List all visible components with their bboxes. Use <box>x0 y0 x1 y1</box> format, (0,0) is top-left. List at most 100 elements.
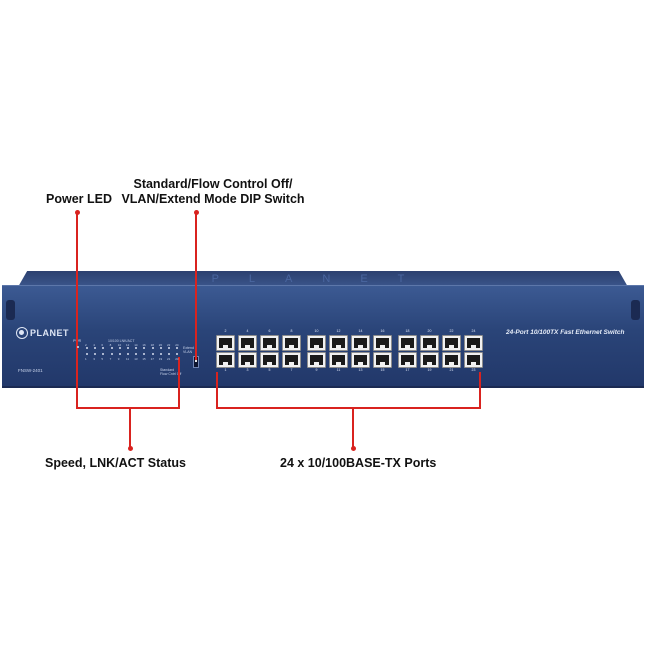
port-number-bottom: 21 <box>449 368 454 372</box>
rj45-port[interactable] <box>351 335 370 351</box>
dip-switch-callout-line1: Standard/Flow Control Off/ <box>133 177 293 191</box>
led-header: 10/100 LNK/ACT <box>108 339 135 343</box>
port-number-bottom: 9 <box>315 368 318 372</box>
port-number-top: 24 <box>471 329 476 333</box>
led-top <box>143 347 146 349</box>
led-num-top: 24 <box>175 343 179 347</box>
dip-switch-callout-line2: VLAN/Extend Mode DIP Switch <box>121 192 305 206</box>
led-bottom <box>159 353 162 355</box>
led-num-bottom: 11 <box>126 357 130 361</box>
rj45-port[interactable] <box>238 335 257 351</box>
led-num-bottom: 23 <box>175 357 179 361</box>
rj45-port[interactable] <box>420 352 439 368</box>
port-number-bottom: 15 <box>380 368 385 372</box>
leader-ports-dot <box>350 446 356 451</box>
leader-power-dot <box>74 210 80 215</box>
rj45-port[interactable] <box>238 352 257 368</box>
brand-name: PLANET <box>30 328 69 338</box>
rj45-port[interactable] <box>464 335 483 351</box>
port-number-bottom: 5 <box>268 368 271 372</box>
power-led-callout: Power LED <box>46 192 112 206</box>
leader-ports-bracket <box>216 407 481 409</box>
led-bottom <box>94 353 97 355</box>
led-num-top: 4 <box>93 343 95 347</box>
rj45-port[interactable] <box>329 335 348 351</box>
led-num-top: 6 <box>101 343 104 347</box>
port-number-bottom: 3 <box>246 368 249 372</box>
port-number-bottom: 1 <box>224 368 227 372</box>
port-number-top: 10 <box>314 329 319 333</box>
led-num-top: 14 <box>134 343 138 347</box>
led-num-bottom: 19 <box>158 357 163 361</box>
port-number-top: 12 <box>336 329 341 333</box>
led-top <box>110 347 113 349</box>
leader-ports-stem <box>352 407 354 450</box>
led-top <box>151 347 154 349</box>
rj45-port[interactable] <box>398 352 417 368</box>
rj45-port[interactable] <box>307 335 326 351</box>
led-bottom <box>110 353 113 355</box>
rj45-port[interactable] <box>329 352 348 368</box>
port-number-top: 2 <box>224 329 227 333</box>
led-num-top: 22 <box>167 343 171 347</box>
led-top <box>94 347 97 349</box>
port-number-top: 4 <box>246 329 249 333</box>
leader-dip-vertical <box>195 212 197 360</box>
rj45-port[interactable] <box>373 335 392 351</box>
led-top <box>168 347 170 349</box>
port-number-top: 6 <box>268 329 271 333</box>
port-number-top: 8 <box>290 329 293 333</box>
rj45-port[interactable] <box>442 352 461 368</box>
leader-ports-right <box>479 372 481 409</box>
led-bottom <box>127 353 129 355</box>
rj45-port[interactable] <box>282 352 301 368</box>
led-top <box>102 347 105 349</box>
led-bottom <box>176 353 179 355</box>
led-top <box>127 347 129 349</box>
led-num-bottom: 3 <box>93 357 95 361</box>
led-top <box>135 347 138 349</box>
rj45-port[interactable] <box>398 335 417 351</box>
rj45-port[interactable] <box>260 335 279 351</box>
dip-switch-callout: Standard/Flow Control Off/ VLAN/Extend M… <box>121 177 305 207</box>
led-bottom <box>151 353 154 355</box>
rj45-port[interactable] <box>351 352 370 368</box>
rj45-port[interactable] <box>282 335 301 351</box>
leader-power-vertical <box>76 212 78 409</box>
led-bottom <box>135 353 138 355</box>
led-num-bottom: 21 <box>167 357 171 361</box>
planet-logo-icon <box>16 327 28 339</box>
led-num-bottom: 13 <box>134 357 138 361</box>
led-num-top: 20 <box>158 343 163 347</box>
led-num-bottom: 5 <box>101 357 104 361</box>
leader-speed-dot <box>127 446 133 451</box>
led-bottom <box>86 353 88 355</box>
port-number-bottom: 17 <box>405 368 410 372</box>
rj45-port[interactable] <box>260 352 279 368</box>
port-number-bottom: 23 <box>471 368 476 372</box>
led-num-bottom: 17 <box>150 357 154 361</box>
leader-ports-left <box>216 372 218 409</box>
led-num-bottom: 9 <box>117 357 120 361</box>
rj45-port[interactable] <box>216 352 235 368</box>
port-number-top: 22 <box>449 329 454 333</box>
rj45-port[interactable] <box>307 352 326 368</box>
port-number-bottom: 19 <box>427 368 432 372</box>
port-number-bottom: 7 <box>290 368 293 372</box>
rj45-port[interactable] <box>464 352 483 368</box>
brand-logo: PLANET <box>16 327 69 339</box>
rack-ear-right <box>631 300 640 320</box>
leader-speed-bracket <box>76 407 180 409</box>
rj45-port[interactable] <box>216 335 235 351</box>
rj45-port[interactable] <box>373 352 392 368</box>
port-number-bottom: 11 <box>336 368 341 372</box>
led-num-bottom: 15 <box>142 357 146 361</box>
switch-top-panel: PLANET <box>18 271 628 287</box>
port-number-top: 18 <box>405 329 410 333</box>
led-num-bottom: 1 <box>85 357 87 361</box>
dip-label-top: Extend VLAN <box>183 346 194 354</box>
leader-speed-stem <box>129 407 131 450</box>
rj45-port[interactable] <box>442 335 461 351</box>
rj45-port[interactable] <box>420 335 439 351</box>
